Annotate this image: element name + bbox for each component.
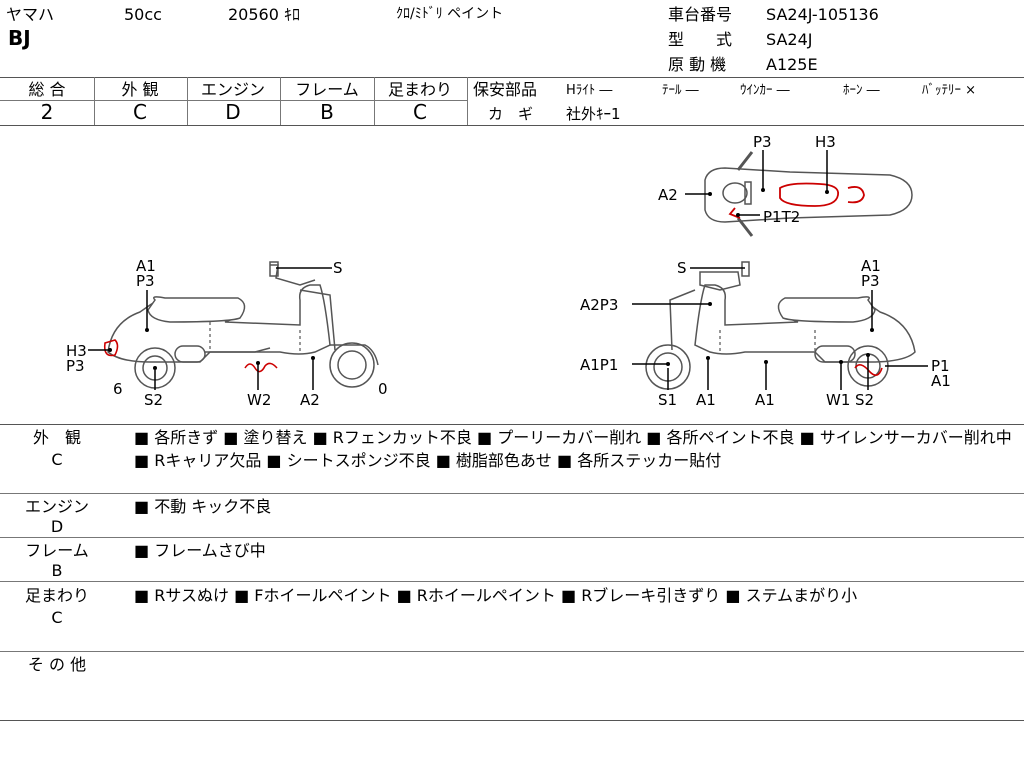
divider [0,100,468,101]
remark-label: 足まわり [24,586,89,605]
label-left-h3: H3 [66,342,87,360]
color: ｸﾛ/ﾐﾄﾞﾘ ペイント [396,6,504,22]
damage-mark-w1 [854,364,883,376]
engine-model-label: 原 動 機 [668,55,727,74]
headlight-status: Hﾗｲﾄ ― [566,83,613,98]
remark-grade: C [51,608,63,627]
remark-text: ■ Rサスぬけ ■ Fホイールペイント ■ Rホイールペイント ■ Rブレーキ引… [134,586,858,605]
winker-status: ｳｲﾝｶｰ ― [740,83,790,98]
label-right-a1d: A1 [755,391,775,409]
divider [0,77,1024,78]
damage-mark-w2 [244,362,278,373]
suspension-grade: C [413,100,427,124]
divider [187,77,188,125]
label-left-p3b: P3 [66,357,85,375]
label-right-p3: P3 [861,272,880,290]
model-name: BJ [8,26,31,50]
remark-label: そ の 他 [27,655,87,674]
divider [374,77,375,125]
engine-label: エンジン [200,80,265,99]
scooter-right-side-view [632,261,928,390]
remark-grade: C [51,450,63,469]
safety-label: 保安部品 [473,80,538,99]
label-right-a1c: A1 [696,391,716,409]
remark-grade: D [50,517,64,536]
label-right-s1: S1 [658,391,678,409]
tail-status: ﾃｰﾙ ― [662,83,699,98]
suspension-label: 足まわり [387,80,452,99]
frame-no-label: 車台番号 [668,5,733,24]
label-right-a1b: A1 [931,372,951,390]
divider [0,651,1024,652]
label-right-s2: S2 [855,391,875,409]
scooter-top-view [685,150,913,237]
divider [0,125,1024,126]
key-value: 社外ｷｰ1 [566,105,621,123]
battery-status: ﾊﾞｯﾃﾘｰ × [922,83,977,98]
label-right-s: S [677,259,687,277]
divider [0,424,1024,425]
engine-grade: D [225,100,241,124]
label-right-a2p3: A2P3 [580,296,619,314]
damage-mark-p1t2 [728,207,741,219]
divider [280,77,281,125]
remark-grade: B [51,561,63,580]
frame-label: フレーム [295,80,359,99]
type-label: 型 式 [668,30,733,49]
mileage: 20560 ｷﾛ [228,5,300,24]
remark-text: ■ 各所きず ■ 塗り替え ■ Rフェンカット不良 ■ プーリーカバー削れ ■ … [134,428,1017,470]
remark-text: ■ フレームさび中 [134,541,266,560]
overall-label: 総 合 [28,80,66,99]
remark-label: エンジン [24,497,89,516]
exterior-grade: C [133,100,147,124]
divider [94,77,95,125]
scooter-left-side-view [88,261,379,390]
label-right-p1: P1 [931,357,950,375]
divider [0,581,1024,582]
label-left-a1: A1 [136,257,156,275]
damage-diagram [88,150,928,390]
label-left-s2: S2 [144,391,164,409]
label-left-s: S [333,259,343,277]
remark-label: 外 観 [32,428,81,447]
type-value: SA24J [766,30,813,49]
label-top-p3: P3 [753,133,772,151]
label-left-w2: W2 [247,391,272,409]
maker: ヤマハ [6,5,55,24]
frame-no: SA24J-105136 [766,5,879,24]
displacement: 50cc [124,5,162,24]
label-left-a2: A2 [300,391,320,409]
remark-text: ■ 不動 キック不良 [134,497,272,516]
label-right-w1: W1 [826,391,851,409]
label-right-a1p1: A1P1 [580,356,619,374]
engine-model: A125E [766,55,818,74]
label-left-6: 6 [113,380,123,398]
horn-status: ﾎｰﾝ ― [843,83,880,98]
exterior-label: 外 観 [121,80,159,99]
frame-grade: B [320,100,334,124]
divider [0,493,1024,494]
damage-mark-top-h3 [779,182,840,207]
label-right-a1: A1 [861,257,881,275]
key-label: カ ギ [488,105,534,123]
divider [467,77,468,125]
overall-grade: 2 [40,100,54,124]
label-top-h3: H3 [815,133,836,151]
label-top-a2: A2 [658,186,678,204]
label-top-p1t2: P1T2 [763,208,801,226]
remark-label: フレーム [25,541,89,560]
label-left-0: 0 [378,380,388,398]
label-left-p3: P3 [136,272,155,290]
divider [0,720,1024,721]
divider [0,537,1024,538]
